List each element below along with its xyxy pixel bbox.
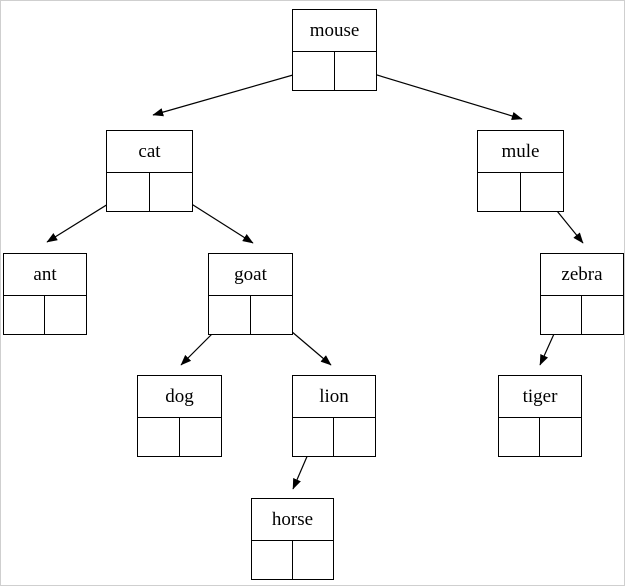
tree-node-cat[interactable]: cat: [106, 130, 193, 212]
tree-node-label: dog: [138, 376, 221, 418]
tree-node-zebra[interactable]: zebra: [540, 253, 624, 335]
left-pointer-cell[interactable]: [107, 173, 150, 211]
tree-node-pointer-row: [107, 173, 192, 211]
left-pointer-cell[interactable]: [478, 173, 521, 211]
left-pointer-cell[interactable]: [4, 296, 45, 334]
right-pointer-cell[interactable]: [45, 296, 86, 334]
right-pointer-cell[interactable]: [180, 418, 222, 456]
tree-edge-mouse-cat: [152, 68, 315, 117]
tree-node-pointer-row: [293, 52, 376, 90]
left-pointer-cell[interactable]: [293, 52, 335, 90]
tree-node-horse[interactable]: horse: [251, 498, 334, 580]
tree-node-pointer-row: [499, 418, 581, 456]
tree-node-pointer-row: [541, 296, 623, 334]
right-pointer-cell[interactable]: [335, 52, 377, 90]
left-pointer-cell[interactable]: [209, 296, 251, 334]
tree-node-ant[interactable]: ant: [3, 253, 87, 335]
right-pointer-cell[interactable]: [521, 173, 564, 211]
tree-node-label: lion: [293, 376, 375, 418]
left-pointer-cell[interactable]: [499, 418, 540, 456]
tree-node-label: horse: [252, 499, 333, 541]
left-pointer-cell[interactable]: [138, 418, 180, 456]
tree-node-mouse[interactable]: mouse: [292, 9, 377, 91]
left-pointer-cell[interactable]: [293, 418, 334, 456]
tree-node-label: cat: [107, 131, 192, 173]
tree-node-pointer-row: [252, 541, 333, 579]
tree-node-mule[interactable]: mule: [477, 130, 564, 212]
tree-node-label: tiger: [499, 376, 581, 418]
right-pointer-cell[interactable]: [251, 296, 293, 334]
left-pointer-cell[interactable]: [252, 541, 293, 579]
tree-node-dog[interactable]: dog: [137, 375, 222, 457]
left-pointer-cell[interactable]: [541, 296, 582, 334]
tree-node-pointer-row: [209, 296, 292, 334]
right-pointer-cell[interactable]: [334, 418, 375, 456]
tree-node-label: zebra: [541, 254, 623, 296]
right-pointer-cell[interactable]: [540, 418, 581, 456]
tree-node-label: goat: [209, 254, 292, 296]
tree-node-pointer-row: [138, 418, 221, 456]
tree-node-label: mouse: [293, 10, 376, 52]
tree-node-pointer-row: [4, 296, 86, 334]
tree-node-goat[interactable]: goat: [208, 253, 293, 335]
right-pointer-cell[interactable]: [150, 173, 193, 211]
tree-node-pointer-row: [293, 418, 375, 456]
tree-node-pointer-row: [478, 173, 563, 211]
tree-node-lion[interactable]: lion: [292, 375, 376, 457]
tree-node-tiger[interactable]: tiger: [498, 375, 582, 457]
tree-node-label: mule: [478, 131, 563, 173]
tree-edge-mouse-mule: [353, 67, 523, 121]
tree-node-label: ant: [4, 254, 86, 296]
right-pointer-cell[interactable]: [293, 541, 334, 579]
right-pointer-cell[interactable]: [582, 296, 623, 334]
